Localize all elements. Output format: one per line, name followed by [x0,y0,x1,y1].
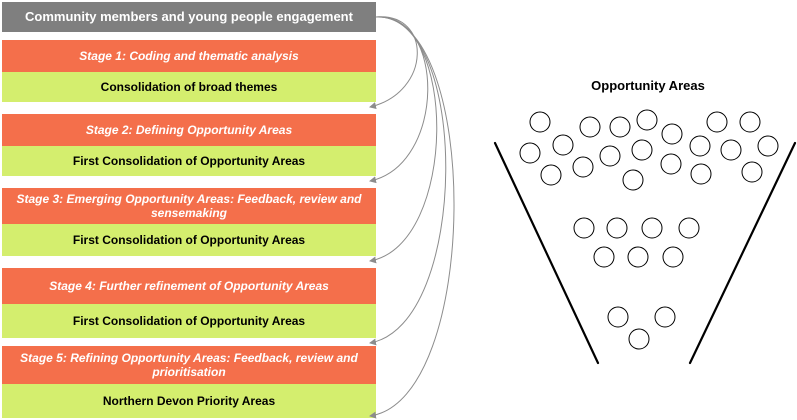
stage-4-label: Stage 4: Further refinement of Opportuni… [49,279,329,293]
engagement-header-box: Community members and young people engag… [2,2,376,32]
opportunity-circle [519,142,541,164]
opportunity-circle [628,328,650,350]
opportunity-circle [627,246,649,268]
opportunity-circle [741,161,763,183]
opportunity-circle [757,135,779,157]
opportunity-circle [609,116,631,138]
stage-4-result-box: First Consolidation of Opportunity Areas [2,304,376,338]
opportunity-circle [660,153,682,175]
opportunity-circle [552,134,574,156]
stage-1-result-label: Consolidation of broad themes [100,80,278,94]
funnel-title: Opportunity Areas [591,78,705,93]
opportunity-circle [622,169,644,191]
opportunity-circle [599,145,621,167]
opportunity-circle [631,139,653,161]
opportunity-circle [662,246,684,268]
stage-2-box: Stage 2: Defining Opportunity Areas [2,114,376,146]
opportunity-circle [720,139,742,161]
opportunity-circle [529,111,551,133]
opportunity-circle [579,116,601,138]
opportunity-circle [572,156,594,178]
connector-to-stage-3-result [369,16,438,264]
stage-5-box: Stage 5: Refining Opportunity Areas: Fee… [2,346,376,384]
connector-to-stage-5-result [369,16,455,419]
opportunity-circle [661,123,683,145]
opportunity-circle [606,217,628,239]
stage-5-label: Stage 5: Refining Opportunity Areas: Fee… [20,351,358,379]
funnel-walls [493,141,797,365]
connector-to-stage-1-result [369,16,418,109]
stage-4-box: Stage 4: Further refinement of Opportuni… [2,268,376,304]
engagement-header-label: Community members and young people engag… [25,9,353,24]
stage-5-result-label: Northern Devon Priority Areas [102,394,276,408]
stage-1-result-box: Consolidation of broad themes [2,72,376,102]
opportunity-circle [706,111,728,133]
opportunity-circle [593,246,615,268]
connector-to-stage-2-result [369,16,429,184]
opportunity-circle [573,217,595,239]
opportunity-circle [690,163,712,185]
stage-5-result-box: Northern Devon Priority Areas [2,384,376,418]
stage-4-result-label: First Consolidation of Opportunity Areas [72,314,306,328]
opportunity-circle [636,109,658,131]
opportunity-circle [641,217,663,239]
stage-2-result-box: First Consolidation of Opportunity Areas [2,146,376,176]
funnel-left-wall [493,141,600,365]
opportunity-circle [739,111,761,133]
stage-3-label: Stage 3: Emerging Opportunity Areas: Fee… [16,192,362,220]
funnel-right-wall [688,141,797,365]
stage-1-box: Stage 1: Coding and thematic analysis [2,40,376,72]
stage-1-label: Stage 1: Coding and thematic analysis [79,49,299,63]
opportunity-circle [689,135,711,157]
funnel-circles [519,109,779,350]
opportunity-circle [540,164,562,186]
feedback-connectors [369,16,455,419]
stage-3-box: Stage 3: Emerging Opportunity Areas: Fee… [2,188,376,224]
stage-2-result-label: First Consolidation of Opportunity Areas [72,154,306,168]
opportunity-circle [654,306,676,328]
stage-3-result-label: First Consolidation of Opportunity Areas [72,233,306,247]
connector-to-stage-4-result [369,16,447,346]
stage-2-label: Stage 2: Defining Opportunity Areas [85,123,293,137]
opportunity-circle [607,306,629,328]
stage-3-result-box: First Consolidation of Opportunity Areas [2,224,376,256]
opportunity-circle [678,217,700,239]
